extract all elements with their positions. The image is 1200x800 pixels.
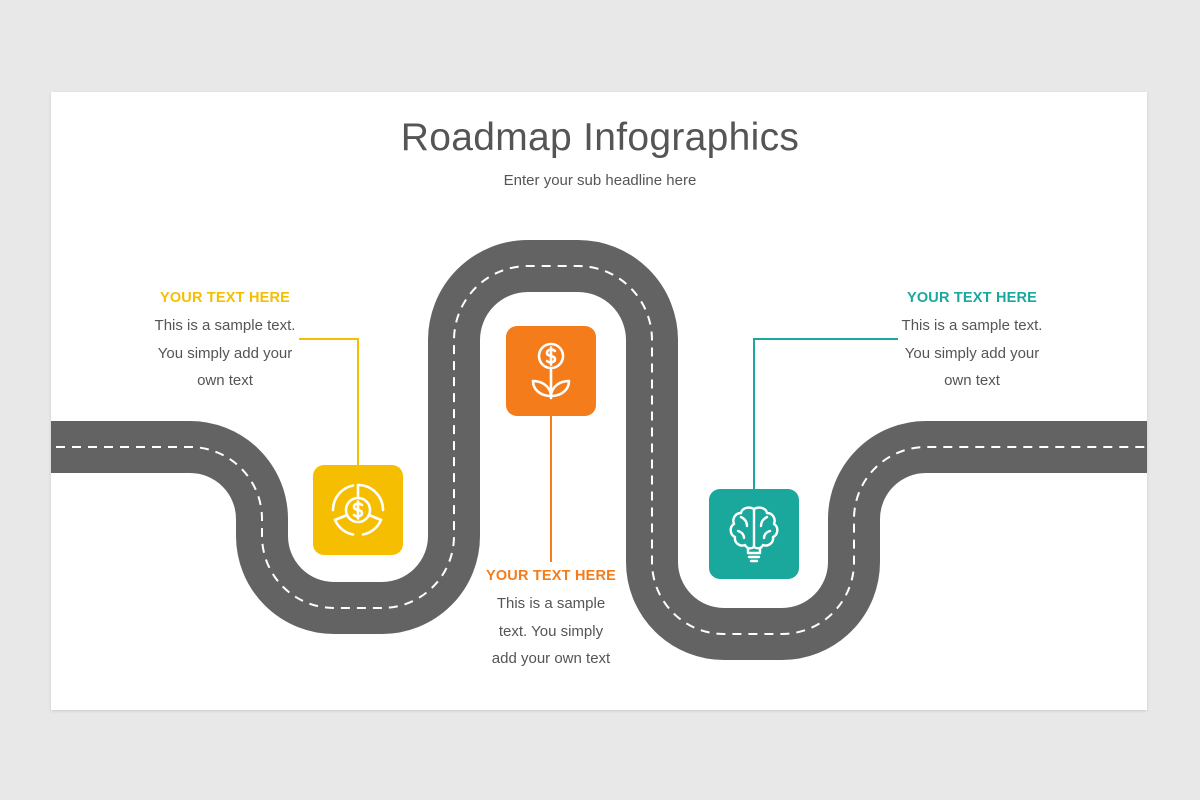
dollar-pie-icon <box>331 483 385 536</box>
milestone-3-line-2: You simply add your <box>904 344 1040 362</box>
milestone-1-text: YOUR TEXT HERE This is a sample text. Yo… <box>125 290 325 395</box>
milestone-2-text: YOUR TEXT HERE This is a sample text. Yo… <box>451 568 651 673</box>
connector-line-3 <box>753 338 898 489</box>
road-path <box>51 240 1147 660</box>
milestone-2-line-1: This is a sample <box>496 595 606 612</box>
milestone-2-line-2: text. You simply <box>498 622 604 640</box>
milestone-2-tile <box>506 326 596 416</box>
milestone-3-heading: YOUR TEXT HERE <box>906 290 1038 306</box>
milestone-1-tile <box>313 465 403 555</box>
milestone-1-line-2: You simply add your <box>157 344 293 362</box>
slide-canvas <box>51 92 1147 710</box>
page-subtitle: Enter your sub headline here <box>503 172 697 189</box>
brain-bulb-icon <box>729 506 779 563</box>
milestone-2-line-3: add your own text <box>491 650 611 667</box>
milestone-2-heading: YOUR TEXT HERE <box>485 568 617 584</box>
milestone-1-heading: YOUR TEXT HERE <box>159 290 291 306</box>
connector-line-1 <box>299 338 359 465</box>
page-title: Roadmap Infographics <box>400 116 800 159</box>
milestone-3-tile <box>709 489 799 579</box>
money-plant-icon <box>531 342 571 400</box>
milestone-3-text: YOUR TEXT HERE This is a sample text. Yo… <box>872 290 1072 395</box>
milestone-1-line-3: own text <box>197 372 253 389</box>
milestone-1-line-1: This is a sample text. <box>154 317 296 334</box>
milestone-3-line-3: own text <box>944 372 1000 389</box>
milestone-3-line-1: This is a sample text. <box>901 317 1043 334</box>
